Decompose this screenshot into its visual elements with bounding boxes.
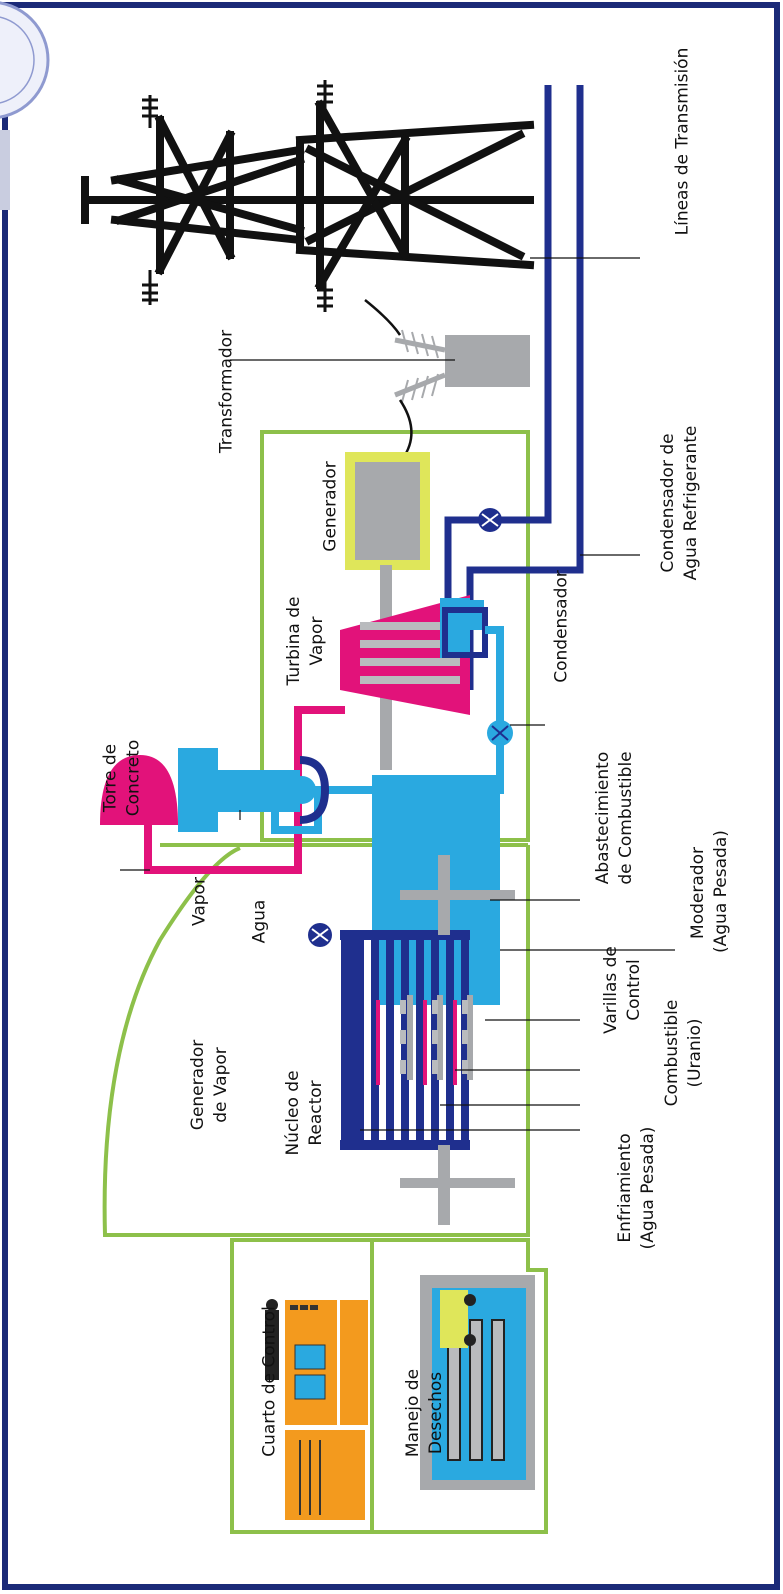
fueling-machines <box>400 855 515 1225</box>
fuel-channels <box>348 930 356 1150</box>
waste-crane <box>440 1290 476 1348</box>
waste-pool <box>420 1275 535 1490</box>
control-room-equipment <box>285 1300 368 1520</box>
steam-turbine <box>340 595 488 715</box>
leader-lines <box>120 257 675 1131</box>
fuel-rods <box>376 1000 457 1085</box>
institution-seal <box>0 1 50 210</box>
feed-pump <box>487 720 513 746</box>
coolant-pump <box>478 508 502 532</box>
steam-pipe <box>144 706 345 874</box>
transmission-towers <box>81 99 535 291</box>
coolant-pump-reactor <box>308 923 332 947</box>
transformer <box>364 299 530 456</box>
fuel-bundles <box>400 1000 468 1074</box>
tower-insulators <box>142 80 333 312</box>
person-silhouette <box>265 1299 279 1380</box>
control-rods <box>407 995 473 1080</box>
generator <box>345 452 430 570</box>
steam-generator <box>100 748 330 832</box>
